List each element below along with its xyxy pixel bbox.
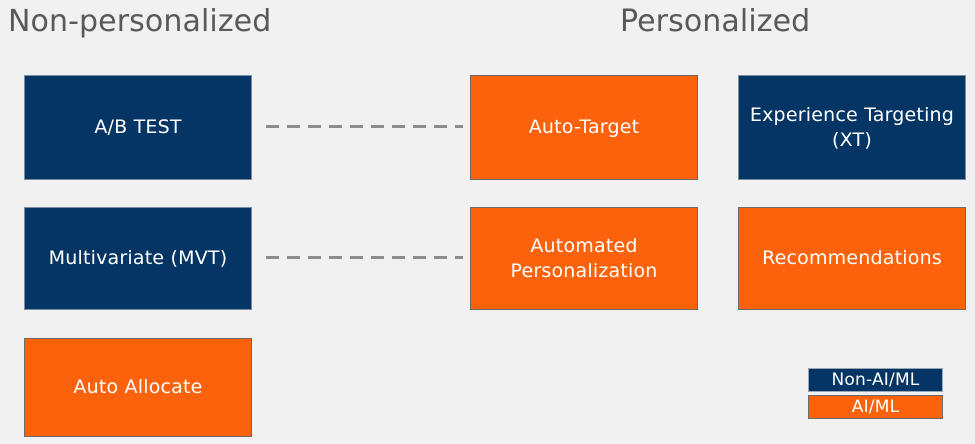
legend: Non-AI/ML AI/ML: [808, 368, 943, 419]
box-multivariate[interactable]: Multivariate (MVT): [24, 207, 252, 310]
connector-multivariate-to-automated-personalization: [266, 256, 463, 259]
box-ab-test-label: A/B TEST: [94, 116, 182, 139]
box-automated-personalization[interactable]: Automated Personalization: [470, 207, 698, 310]
box-multivariate-label: Multivariate (MVT): [48, 247, 228, 270]
box-auto-target[interactable]: Auto-Target: [470, 75, 698, 180]
box-automated-personalization-label: Automated Personalization: [510, 235, 658, 282]
box-auto-allocate[interactable]: Auto Allocate: [24, 338, 252, 437]
box-auto-allocate-label: Auto Allocate: [73, 376, 203, 399]
legend-item-ai-ml-label: AI/ML: [851, 396, 900, 417]
connector-ab-test-to-auto-target: [266, 125, 463, 128]
box-recommendations-label: Recommendations: [762, 247, 942, 270]
legend-item-non-ai-ml-label: Non-AI/ML: [831, 369, 920, 390]
box-ab-test[interactable]: A/B TEST: [24, 75, 252, 180]
box-experience-targeting[interactable]: Experience Targeting (XT): [738, 75, 966, 180]
box-recommendations[interactable]: Recommendations: [738, 207, 966, 310]
box-auto-target-label: Auto-Target: [528, 116, 640, 139]
column-heading-personalized: Personalized: [620, 4, 811, 39]
legend-item-non-ai-ml: Non-AI/ML: [808, 368, 943, 392]
box-experience-targeting-label: Experience Targeting (XT): [749, 104, 955, 151]
column-heading-non-personalized: Non-personalized: [8, 4, 272, 39]
legend-item-ai-ml: AI/ML: [808, 395, 943, 419]
